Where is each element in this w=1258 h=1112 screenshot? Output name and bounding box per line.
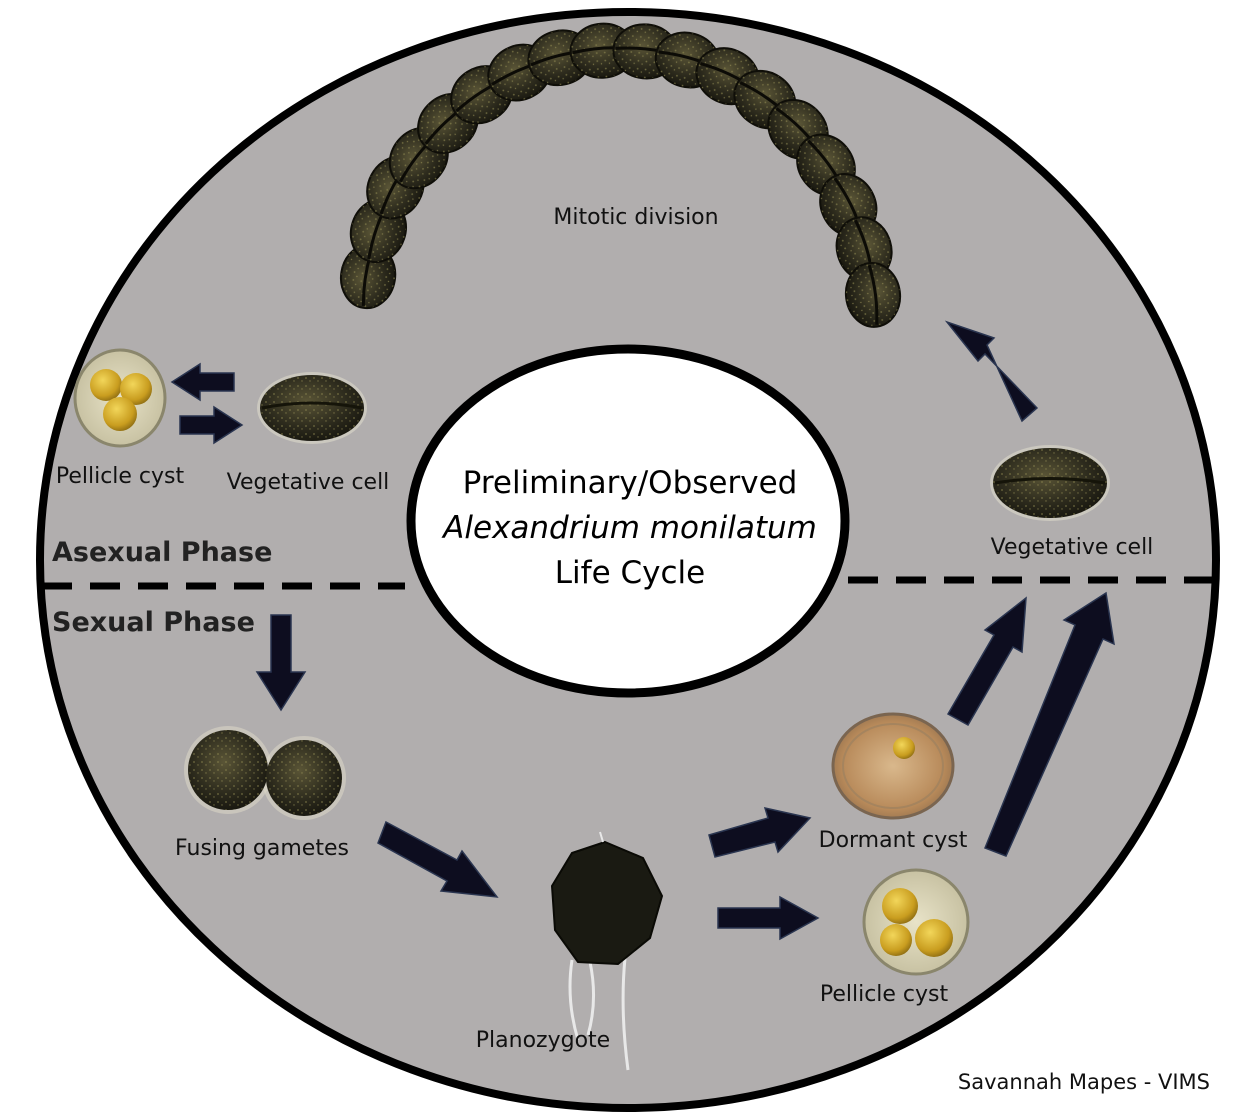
arrow-to-mitotic-division [944, 320, 1039, 423]
label-dormant-cyst: Dormant cyst [819, 828, 968, 853]
mitotic-division-chain [339, 22, 902, 328]
chain-cell [835, 216, 893, 282]
vegetative-cell-right-image [990, 445, 1110, 521]
label-pellicle-cyst-asexual: Pellicle cyst [56, 464, 185, 489]
credit-text: Savannah Mapes - VIMS [958, 1070, 1210, 1094]
asexual-phase-label: Asexual Phase [52, 537, 272, 568]
pellicle-cyst-sexual-image [862, 868, 970, 976]
arrow-to-pellicle-cyst-sexual [717, 895, 820, 941]
fusing-gametes-image [184, 726, 346, 820]
label-pellicle-cyst-sexual: Pellicle cyst [820, 982, 949, 1007]
arrow-to-planozygote [377, 820, 499, 898]
arrow-to-vegetative-cell [179, 405, 244, 445]
arrow-to-pellicle-cyst [170, 362, 235, 402]
inner-circle [406, 344, 850, 698]
sexual-phase-label: Sexual Phase [52, 607, 255, 638]
dormant-cyst-image [831, 712, 955, 820]
label-mitotic-division: Mitotic division [553, 205, 718, 230]
label-planozygote: Planozygote [476, 1028, 610, 1053]
label-vegetative-cell-left: Vegetative cell [227, 470, 390, 495]
diagram-title-line1: Preliminary/Observed [463, 465, 798, 501]
arrow-pellicle-to-vegetative [984, 591, 1115, 857]
label-vegetative-cell-right: Vegetative cell [991, 535, 1154, 560]
vegetative-cell-left-image [257, 372, 367, 444]
pellicle-cyst-asexual-image [73, 348, 167, 448]
arrow-to-fusing-gametes [255, 614, 307, 712]
label-fusing-gametes: Fusing gametes [175, 836, 349, 861]
diagram-title-line3: Life Cycle [555, 555, 705, 591]
diagram-title-line2: Alexandrium monilatum [441, 510, 817, 546]
arrow-to-dormant-cyst [708, 806, 812, 858]
chain-cell [844, 261, 902, 328]
arrow-dormant-to-vegetative [946, 596, 1027, 727]
planozygote-image [550, 831, 664, 1071]
